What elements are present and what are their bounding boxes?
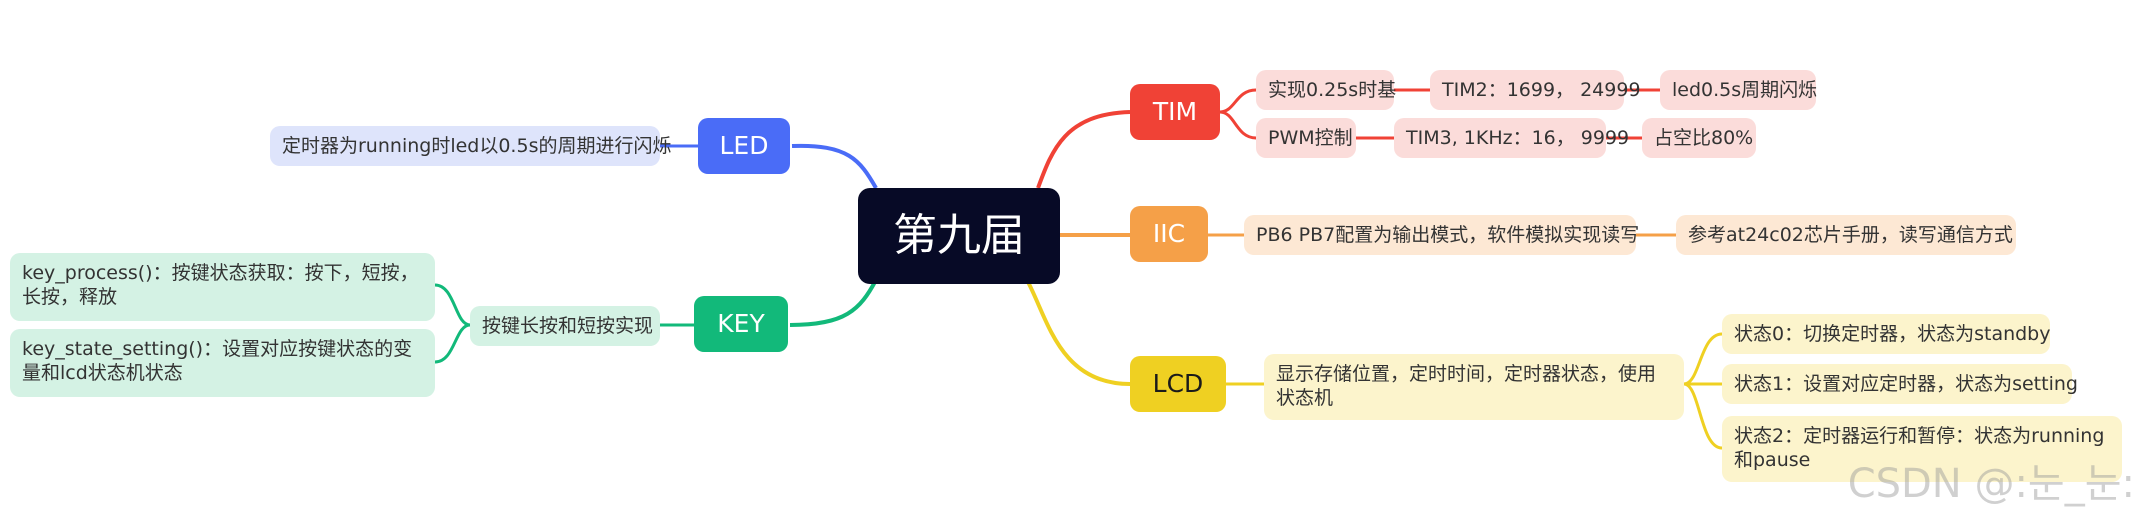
lcd-state-0-text: 状态0：切换定时器，状态为standby [1734,323,2051,345]
watermark: CSDN @:눈_눈: [1847,461,2135,507]
led-note-text: 定时器为running时led以0.5s的周期进行闪烁 [282,135,672,157]
lcd-summary[interactable]: 显示存储位置，定时时间，定时器状态，使用状态机 [1264,354,1684,420]
link-center-lcd [1026,281,1131,386]
tim-row2-tim3[interactable]: TIM3, 1KHz：16， 9999 [1394,118,1629,158]
link-center-key [789,279,878,327]
link-lcd-states [1683,332,1723,450]
key-summary[interactable]: 按键长按和短按实现 [470,306,660,346]
lcd-state-1[interactable]: 状态1：设置对应定时器，状态为setting [1722,364,2078,404]
iic-item-datasheet-text: 参考at24c02芯片手册，读写通信方式 [1688,224,2013,246]
branch-key[interactable]: KEY [694,296,788,352]
branch-iic-label: IIC [1152,219,1186,248]
branch-lcd-label: LCD [1152,369,1204,398]
central-topic[interactable]: 第九届 [858,188,1060,284]
iic-item-datasheet[interactable]: 参考at24c02芯片手册，读写通信方式 [1676,215,2016,255]
lcd-state-2-text: 状态2：定时器运行和暂停：状态为running和pause [1734,425,2105,471]
link-center-led [791,143,878,189]
iic-item-gpio-text: PB6 PB7配置为输出模式，软件模拟实现读写 [1256,224,1640,246]
branch-tim-label: TIM [1152,97,1198,126]
branch-led[interactable]: LED [698,118,790,174]
key-item-process[interactable]: key_process()：按键状态获取：按下，短按，长按，释放 [10,253,435,321]
branch-key-label: KEY [717,309,765,338]
key-summary-text: 按键长按和短按实现 [482,315,654,337]
link-summary-items [434,283,471,364]
lcd-state-1-text: 状态1：设置对应定时器，状态为setting [1734,373,2078,395]
tim-row1-led[interactable]: led0.5s周期闪烁 [1660,70,1818,110]
key-item-state-setting-text: key_state_setting()：设置对应按键状态的变量和lcd状态机状态 [22,338,413,384]
key-item-state-setting[interactable]: key_state_setting()：设置对应按键状态的变量和lcd状态机状态 [10,329,435,397]
tim-row2-tim3-text: TIM3, 1KHz：16， 9999 [1406,127,1630,149]
link-tim-rows [1219,88,1257,140]
lcd-summary-text: 显示存储位置，定时时间，定时器状态，使用状态机 [1276,363,1657,409]
branch-tim[interactable]: TIM [1130,84,1220,140]
branch-led-label: LED [719,131,769,160]
tim-row1-tim2-text: TIM2：1699， 24999 [1442,79,1641,101]
key-item-process-text: key_process()：按键状态获取：按下，短按，长按，释放 [22,262,419,308]
led-note[interactable]: 定时器为running时led以0.5s的周期进行闪烁 [270,126,671,166]
lcd-state-2[interactable]: 状态2：定时器运行和暂停：状态为running和pause [1722,416,2122,482]
branch-lcd[interactable]: LCD [1130,356,1226,412]
tim-row1-tim2[interactable]: TIM2：1699， 24999 [1430,70,1641,110]
tim-row1-timebase-text: 实现0.25s时基 [1268,79,1397,101]
link-center-tim [1036,110,1131,189]
tim-row2-duty-text: 占空比80% [1654,127,1754,149]
central-topic-label: 第九届 [893,210,1025,261]
tim-row2-pwm-text: PWM控制 [1268,127,1353,149]
lcd-state-0[interactable]: 状态0：切换定时器，状态为standby [1722,314,2051,354]
tim-row2-pwm[interactable]: PWM控制 [1256,118,1356,158]
branch-iic[interactable]: IIC [1130,206,1208,262]
tim-row1-timebase[interactable]: 实现0.25s时基 [1256,70,1397,110]
iic-item-gpio[interactable]: PB6 PB7配置为输出模式，软件模拟实现读写 [1244,215,1640,255]
tim-row2-duty[interactable]: 占空比80% [1642,118,1756,158]
tim-row1-led-text: led0.5s周期闪烁 [1672,79,1818,101]
